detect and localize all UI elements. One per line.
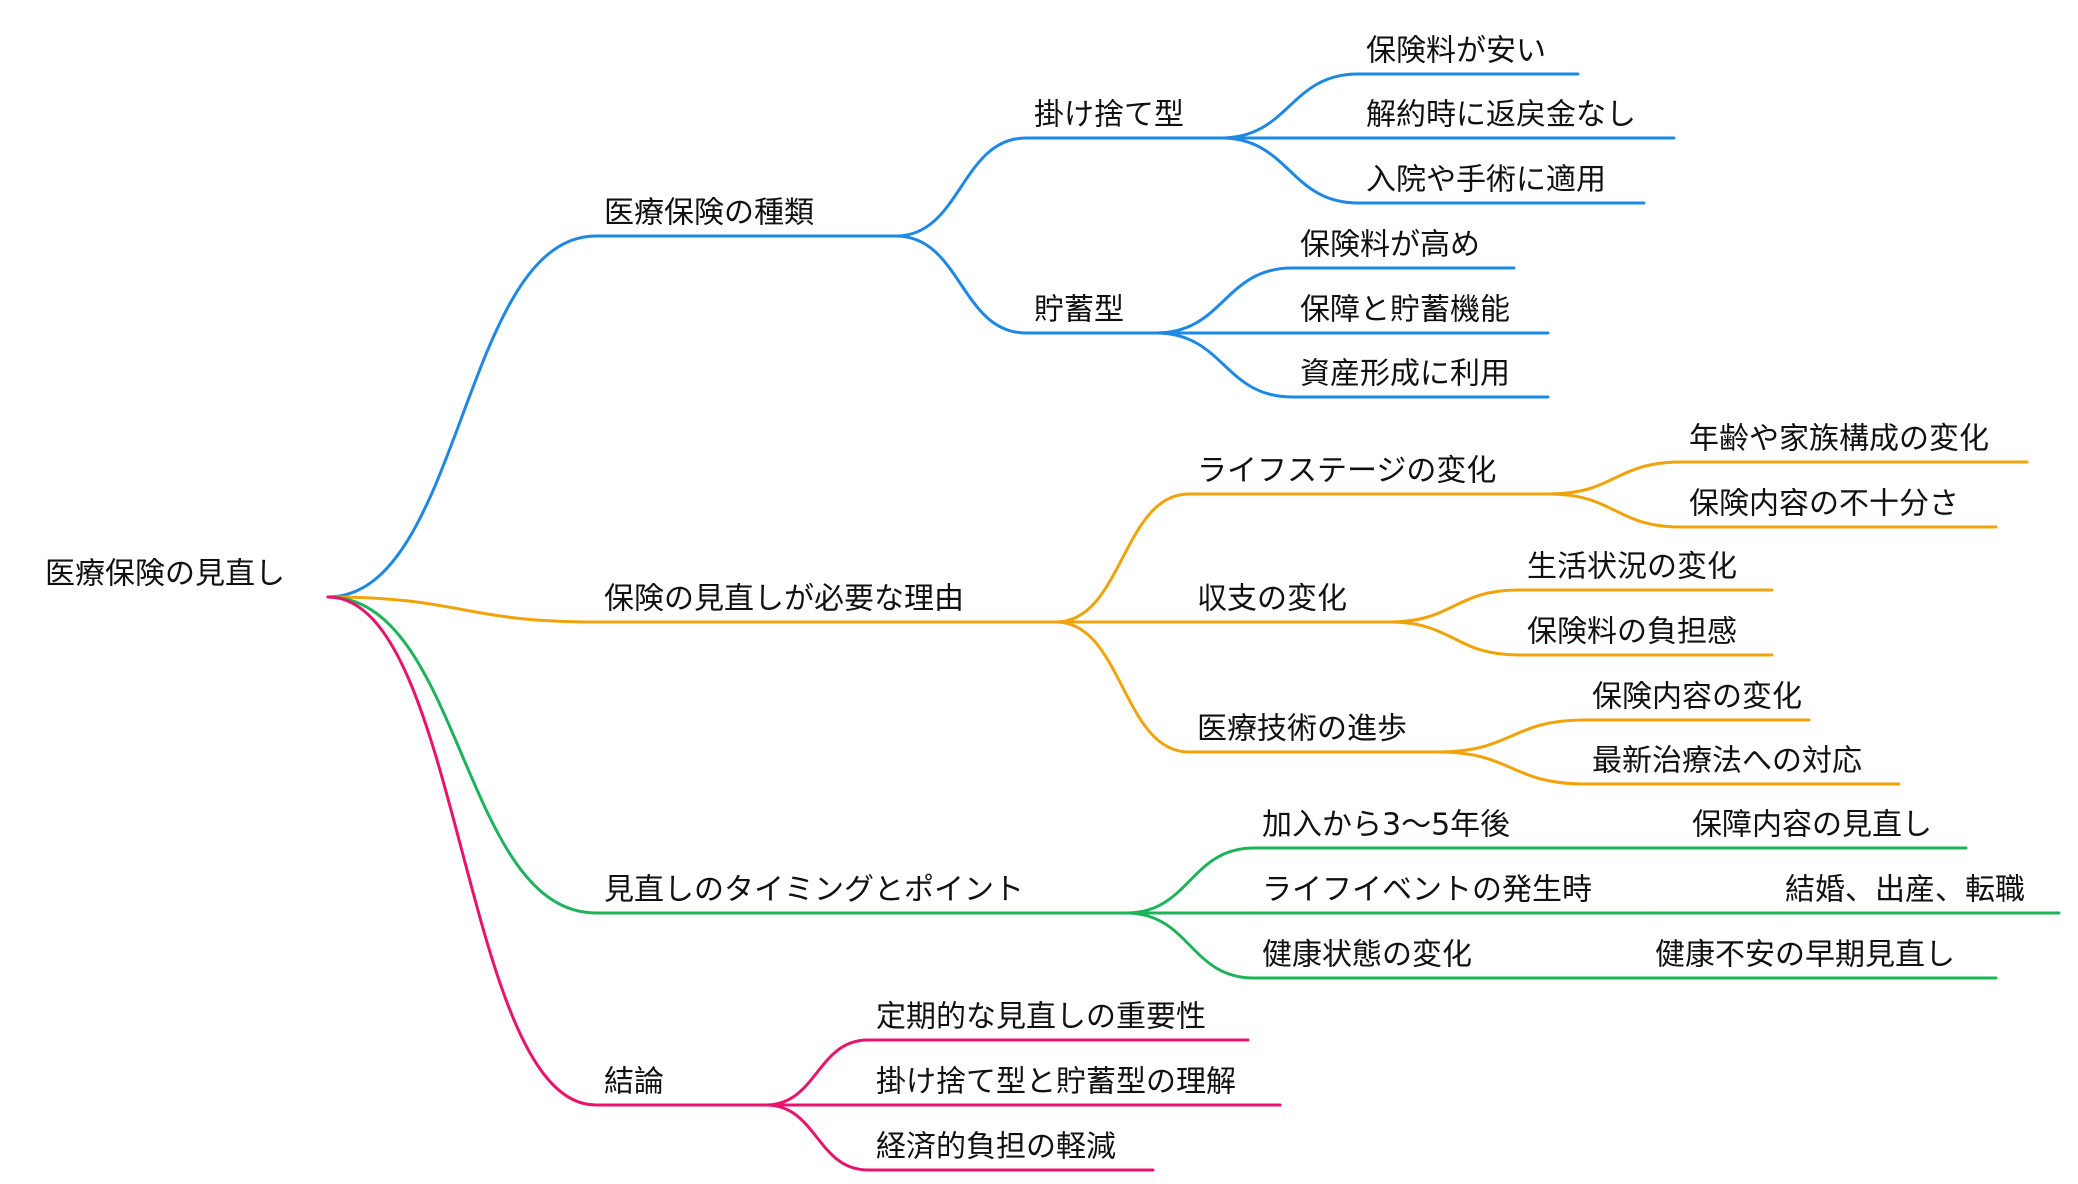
- node-label: 掛け捨て型と貯蓄型の理解: [876, 1065, 1236, 1100]
- node-2-1[interactable]: ライフイベントの発生時: [1252, 873, 1656, 915]
- node-2-0[interactable]: 加入から3〜5年後: [1252, 808, 1616, 850]
- edge-root-1: [326, 595, 598, 624]
- edge-1-0-0: [1547, 460, 1683, 496]
- edge-root-2: [326, 595, 598, 915]
- node-2-1-0[interactable]: 結婚、出産、転職: [1775, 873, 2061, 915]
- node-label: 保障内容の見直し: [1692, 808, 1932, 843]
- node-label: ライフステージの変化: [1197, 454, 1496, 489]
- node-label: 入院や手術に適用: [1366, 163, 1606, 198]
- node-3-1[interactable]: 掛け捨て型と貯蓄型の理解: [866, 1065, 1282, 1107]
- node-3-2[interactable]: 経済的負担の軽減: [866, 1130, 1155, 1172]
- node-label: ライフイベントの発生時: [1262, 873, 1592, 908]
- node-0-0-1[interactable]: 解約時に返戻金なし: [1356, 98, 1676, 140]
- node-2[interactable]: 見直しのタイミングとポイント: [594, 873, 1128, 915]
- edge-0-1-2: [1154, 331, 1294, 399]
- node-0-0[interactable]: 掛け捨て型: [1024, 98, 1223, 140]
- edge-root-3: [326, 595, 598, 1107]
- node-1-0-1[interactable]: 保険内容の不十分さ: [1679, 487, 1998, 529]
- node-label: 定期的な見直しの重要性: [876, 1000, 1206, 1035]
- node-label: 保障と貯蓄機能: [1300, 293, 1510, 328]
- node-label: 掛け捨て型: [1034, 98, 1184, 133]
- edge-1-2-0: [1437, 718, 1586, 754]
- node-1-1-1[interactable]: 保険料の負担感: [1517, 615, 1774, 657]
- edge-3-2: [764, 1103, 870, 1172]
- node-label: 保険料が安い: [1366, 34, 1546, 69]
- node-2-0-0[interactable]: 保障内容の見直し: [1682, 808, 1968, 850]
- edge-0-1: [894, 234, 1028, 335]
- edge-1-0-1: [1547, 492, 1683, 529]
- node-1-1[interactable]: 収支の変化: [1187, 582, 1391, 624]
- node-2-2-0[interactable]: 健康不安の早期見直し: [1645, 938, 1998, 980]
- node-label: 保険料が高め: [1300, 228, 1480, 263]
- node-label: 収支の変化: [1197, 582, 1347, 617]
- node-1[interactable]: 保険の見直しが必要な理由: [594, 582, 1058, 624]
- edge-1-1-1: [1387, 620, 1521, 657]
- node-label: 保険の見直しが必要な理由: [604, 582, 964, 617]
- edge-root-0: [326, 234, 598, 599]
- node-0-1[interactable]: 貯蓄型: [1024, 293, 1158, 335]
- edge-1-2: [1054, 620, 1191, 754]
- node-2-2[interactable]: 健康状態の変化: [1252, 938, 1616, 980]
- node-label: 年齢や家族構成の変化: [1689, 422, 1989, 457]
- edge-3-0: [764, 1038, 870, 1107]
- node-label: 結婚、出産、転職: [1785, 873, 2025, 908]
- edge-0-0: [894, 136, 1028, 238]
- node-0-1-0[interactable]: 保険料が高め: [1290, 228, 1516, 270]
- node-label: 結論: [604, 1065, 664, 1100]
- node-label: 健康状態の変化: [1262, 938, 1472, 973]
- node-label: 保険内容の変化: [1592, 680, 1802, 715]
- node-1-0-0[interactable]: 年齢や家族構成の変化: [1679, 422, 2029, 464]
- edge-2-0: [1124, 846, 1256, 915]
- node-1-1-0[interactable]: 生活状況の変化: [1517, 550, 1774, 592]
- node-label: 保険内容の不十分さ: [1689, 487, 1959, 522]
- node-label: 保険料の負担感: [1527, 615, 1737, 650]
- node-0-0-2[interactable]: 入院や手術に適用: [1356, 163, 1646, 205]
- mindmap-nodes: 医療保険の見直し 医療保険の種類 掛け捨て型 保険料が安い解約時に返戻金なし入院や手術…: [45, 34, 2061, 1172]
- node-0-0-0[interactable]: 保険料が安い: [1356, 34, 1580, 76]
- node-3[interactable]: 結論: [594, 1065, 768, 1107]
- node-label: 経済的負担の軽減: [876, 1130, 1116, 1165]
- node-0-1-1[interactable]: 保障と貯蓄機能: [1290, 293, 1550, 335]
- node-label: 医療保険の種類: [604, 196, 814, 231]
- node-label: 最新治療法への対応: [1592, 744, 1862, 779]
- node-label: 資産形成に利用: [1300, 357, 1510, 392]
- node-1-2-0[interactable]: 保険内容の変化: [1582, 680, 1811, 722]
- node-label: 健康不安の早期見直し: [1655, 938, 1955, 973]
- node-1-0[interactable]: ライフステージの変化: [1187, 454, 1551, 496]
- node-label: 見直しのタイミングとポイント: [604, 873, 1024, 908]
- node-label: 解約時に返戻金なし: [1366, 98, 1636, 133]
- node-0[interactable]: 医療保険の種類: [594, 196, 898, 238]
- node-1-2[interactable]: 医療技術の進歩: [1187, 712, 1441, 754]
- node-root[interactable]: 医療保険の見直し: [45, 557, 285, 592]
- edge-2-2: [1124, 911, 1256, 980]
- node-1-2-1[interactable]: 最新治療法への対応: [1582, 744, 1901, 786]
- node-label: 医療保険の見直し: [45, 557, 285, 592]
- edge-1-0: [1054, 492, 1191, 624]
- edge-1-2-1: [1437, 750, 1586, 786]
- node-label: 生活状況の変化: [1527, 550, 1737, 585]
- edge-0-1-0: [1154, 266, 1294, 335]
- edge-0-0-0: [1219, 72, 1360, 140]
- node-label: 加入から3〜5年後: [1262, 808, 1510, 843]
- node-label: 貯蓄型: [1034, 293, 1124, 328]
- edge-0-0-2: [1219, 136, 1360, 205]
- node-0-1-2[interactable]: 資産形成に利用: [1290, 357, 1550, 399]
- node-3-0[interactable]: 定期的な見直しの重要性: [866, 1000, 1250, 1042]
- node-label: 医療技術の進歩: [1197, 712, 1407, 747]
- edge-1-1-0: [1387, 588, 1521, 624]
- mindmap-edges: [326, 72, 1779, 1172]
